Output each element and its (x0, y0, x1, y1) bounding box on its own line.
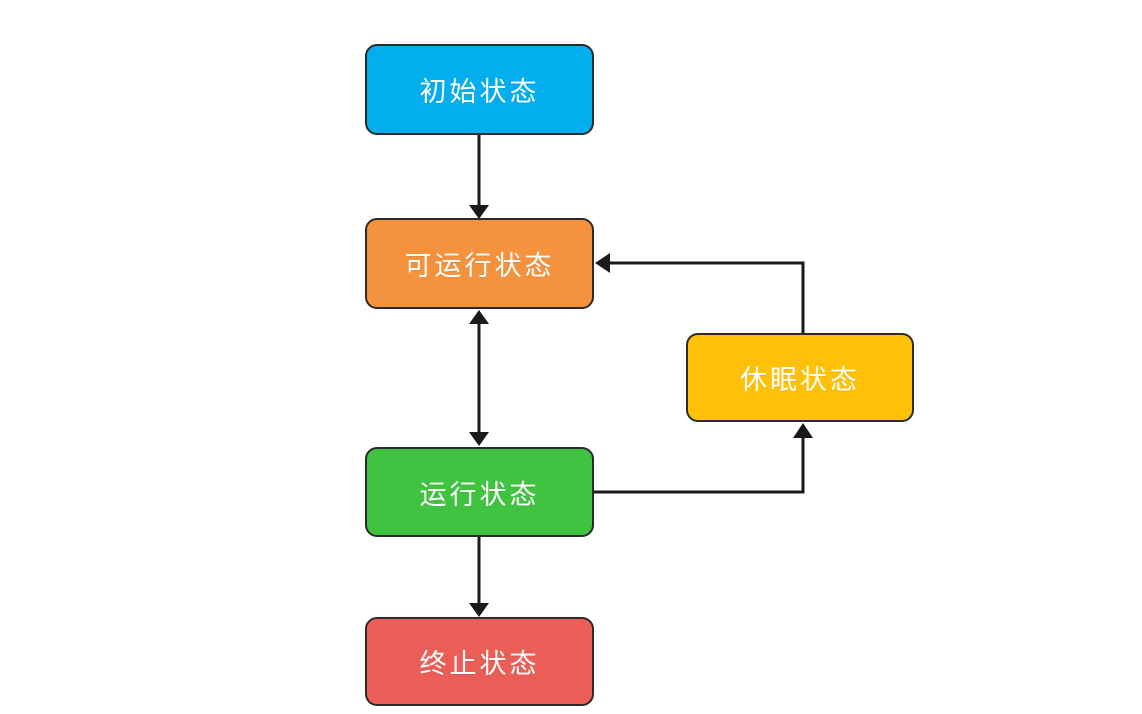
node-running-state-label: 运行状态 (419, 479, 540, 511)
node-terminated-state[interactable]: 终止状态 (365, 617, 594, 706)
edge-runnable-running-bidirectional (469, 310, 489, 446)
edge-running-to-terminated (469, 537, 489, 617)
node-terminated-state-label: 终止状态 (419, 649, 540, 680)
node-runnable-state[interactable]: 可运行状态 (365, 218, 594, 309)
node-initial-state[interactable]: 初始状态 (365, 44, 594, 135)
edge-sleeping-to-runnable (595, 253, 805, 333)
node-runnable-state-label: 可运行状态 (404, 251, 555, 282)
edge-running-to-sleeping (594, 423, 813, 494)
edge-initial-to-runnable (469, 135, 489, 219)
node-sleeping-state-label: 休眠状态 (740, 365, 860, 396)
node-sleeping-state[interactable]: 休眠状态 (686, 333, 914, 422)
node-running-state[interactable]: 运行状态 (365, 447, 594, 537)
node-initial-state-label: 初始状态 (419, 77, 540, 108)
